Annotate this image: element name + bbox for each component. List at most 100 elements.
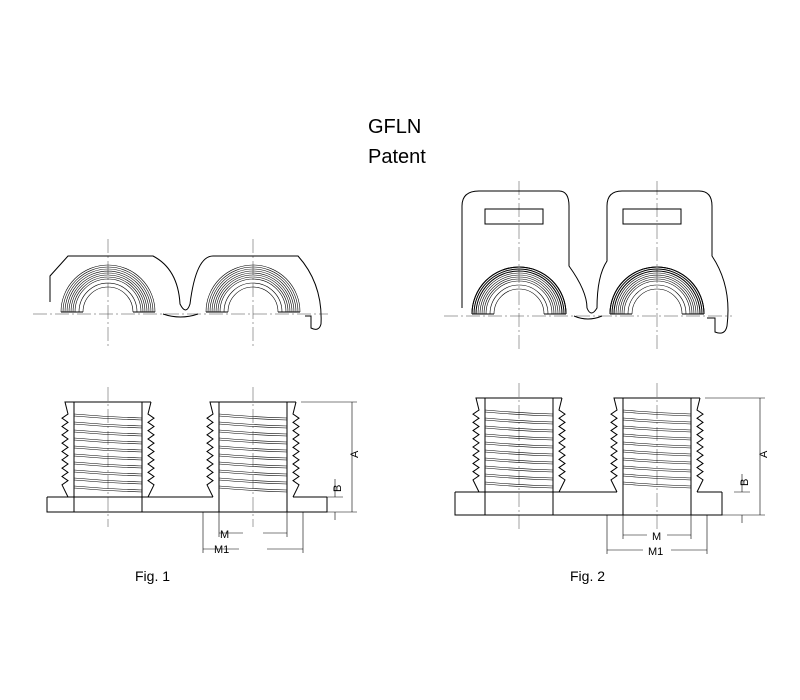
extension-line — [202, 512, 304, 553]
bore — [73, 402, 143, 512]
thread-arc — [611, 268, 703, 315]
internal-thread — [484, 427, 554, 433]
internal-thread — [484, 459, 554, 465]
internal-thread — [484, 419, 554, 425]
internal-thread — [73, 487, 143, 493]
internal-thread — [73, 455, 143, 461]
flange — [454, 492, 723, 516]
external-thread — [696, 397, 704, 493]
thread-arc — [489, 284, 549, 315]
internal-thread — [484, 433, 554, 439]
thread-arc — [66, 270, 150, 313]
internal-thread — [622, 459, 692, 465]
thread-arc — [475, 270, 563, 315]
figure-2 — [444, 181, 765, 554]
internal-thread — [218, 421, 288, 427]
internal-thread — [218, 455, 288, 461]
internal-thread — [73, 453, 143, 459]
internal-thread — [622, 457, 692, 463]
internal-thread — [484, 409, 554, 415]
thread-arc — [215, 274, 291, 313]
thread-arc — [62, 266, 154, 313]
internal-thread — [484, 443, 554, 449]
thread-arc — [473, 268, 565, 315]
thread-arc — [223, 282, 283, 313]
internal-thread — [622, 425, 692, 431]
internal-thread — [218, 487, 288, 493]
internal-thread — [622, 427, 692, 433]
internal-thread — [622, 417, 692, 423]
internal-thread — [484, 451, 554, 457]
internal-thread — [622, 449, 692, 455]
internal-thread — [484, 467, 554, 473]
internal-thread — [73, 471, 143, 477]
internal-thread — [622, 411, 692, 417]
internal-thread — [218, 423, 288, 429]
collar-arc — [609, 266, 705, 315]
internal-thread — [218, 471, 288, 477]
slot-window — [622, 208, 682, 225]
fig1-caption: Fig. 1 — [135, 568, 170, 584]
thread-arc — [477, 272, 561, 315]
fig1-dim-a: A — [349, 450, 361, 458]
internal-thread — [218, 485, 288, 491]
internal-thread — [484, 449, 554, 455]
internal-thread — [218, 479, 288, 485]
internal-thread — [622, 451, 692, 457]
internal-thread — [622, 481, 692, 487]
web — [573, 315, 603, 320]
thread-arc — [70, 274, 146, 313]
internal-thread — [484, 473, 554, 479]
internal-thread — [622, 409, 692, 415]
external-thread — [610, 397, 700, 493]
internal-thread — [622, 473, 692, 479]
thread-arc — [483, 278, 555, 315]
internal-thread — [73, 479, 143, 485]
internal-thread — [622, 475, 692, 481]
thread-arc — [227, 286, 279, 313]
external-thread — [206, 401, 296, 498]
product-name: GFLN — [368, 116, 422, 138]
external-thread — [61, 401, 151, 498]
outer-contour — [461, 190, 729, 334]
thread-arc — [617, 274, 697, 315]
internal-thread — [622, 441, 692, 447]
internal-thread — [622, 467, 692, 473]
thread-arc — [623, 280, 691, 315]
thread-arc — [493, 288, 545, 315]
dim-b-line — [327, 479, 343, 520]
dim-b-line — [734, 474, 750, 523]
thread-arc — [627, 284, 687, 315]
internal-thread — [73, 437, 143, 443]
fig1-dim-m1: M1 — [214, 544, 229, 556]
external-thread — [558, 397, 566, 493]
thread-arc — [485, 280, 553, 315]
patent-label: Patent — [368, 146, 426, 168]
thread-arc — [78, 282, 138, 313]
internal-thread — [622, 435, 692, 441]
internal-thread — [218, 429, 288, 435]
internal-thread — [218, 413, 288, 419]
fig2-dim-b: B — [739, 479, 751, 486]
thread-arc — [209, 268, 297, 313]
bore — [622, 398, 692, 515]
internal-thread — [484, 465, 554, 471]
thread-arc — [74, 278, 142, 313]
thread-arc — [60, 264, 156, 313]
internal-thread — [218, 461, 288, 467]
internal-thread — [218, 463, 288, 469]
external-thread — [147, 401, 155, 498]
internal-thread — [73, 485, 143, 491]
thread-arc — [211, 270, 295, 313]
flange — [46, 497, 328, 513]
internal-thread — [73, 415, 143, 421]
internal-thread — [218, 431, 288, 437]
internal-thread — [73, 461, 143, 467]
fig1-dim-b: B — [332, 485, 344, 492]
outer-contour — [49, 255, 322, 330]
thread-arc — [207, 266, 299, 313]
internal-thread — [484, 475, 554, 481]
thread-arc — [213, 272, 293, 313]
web — [162, 313, 199, 318]
external-thread — [472, 397, 562, 493]
